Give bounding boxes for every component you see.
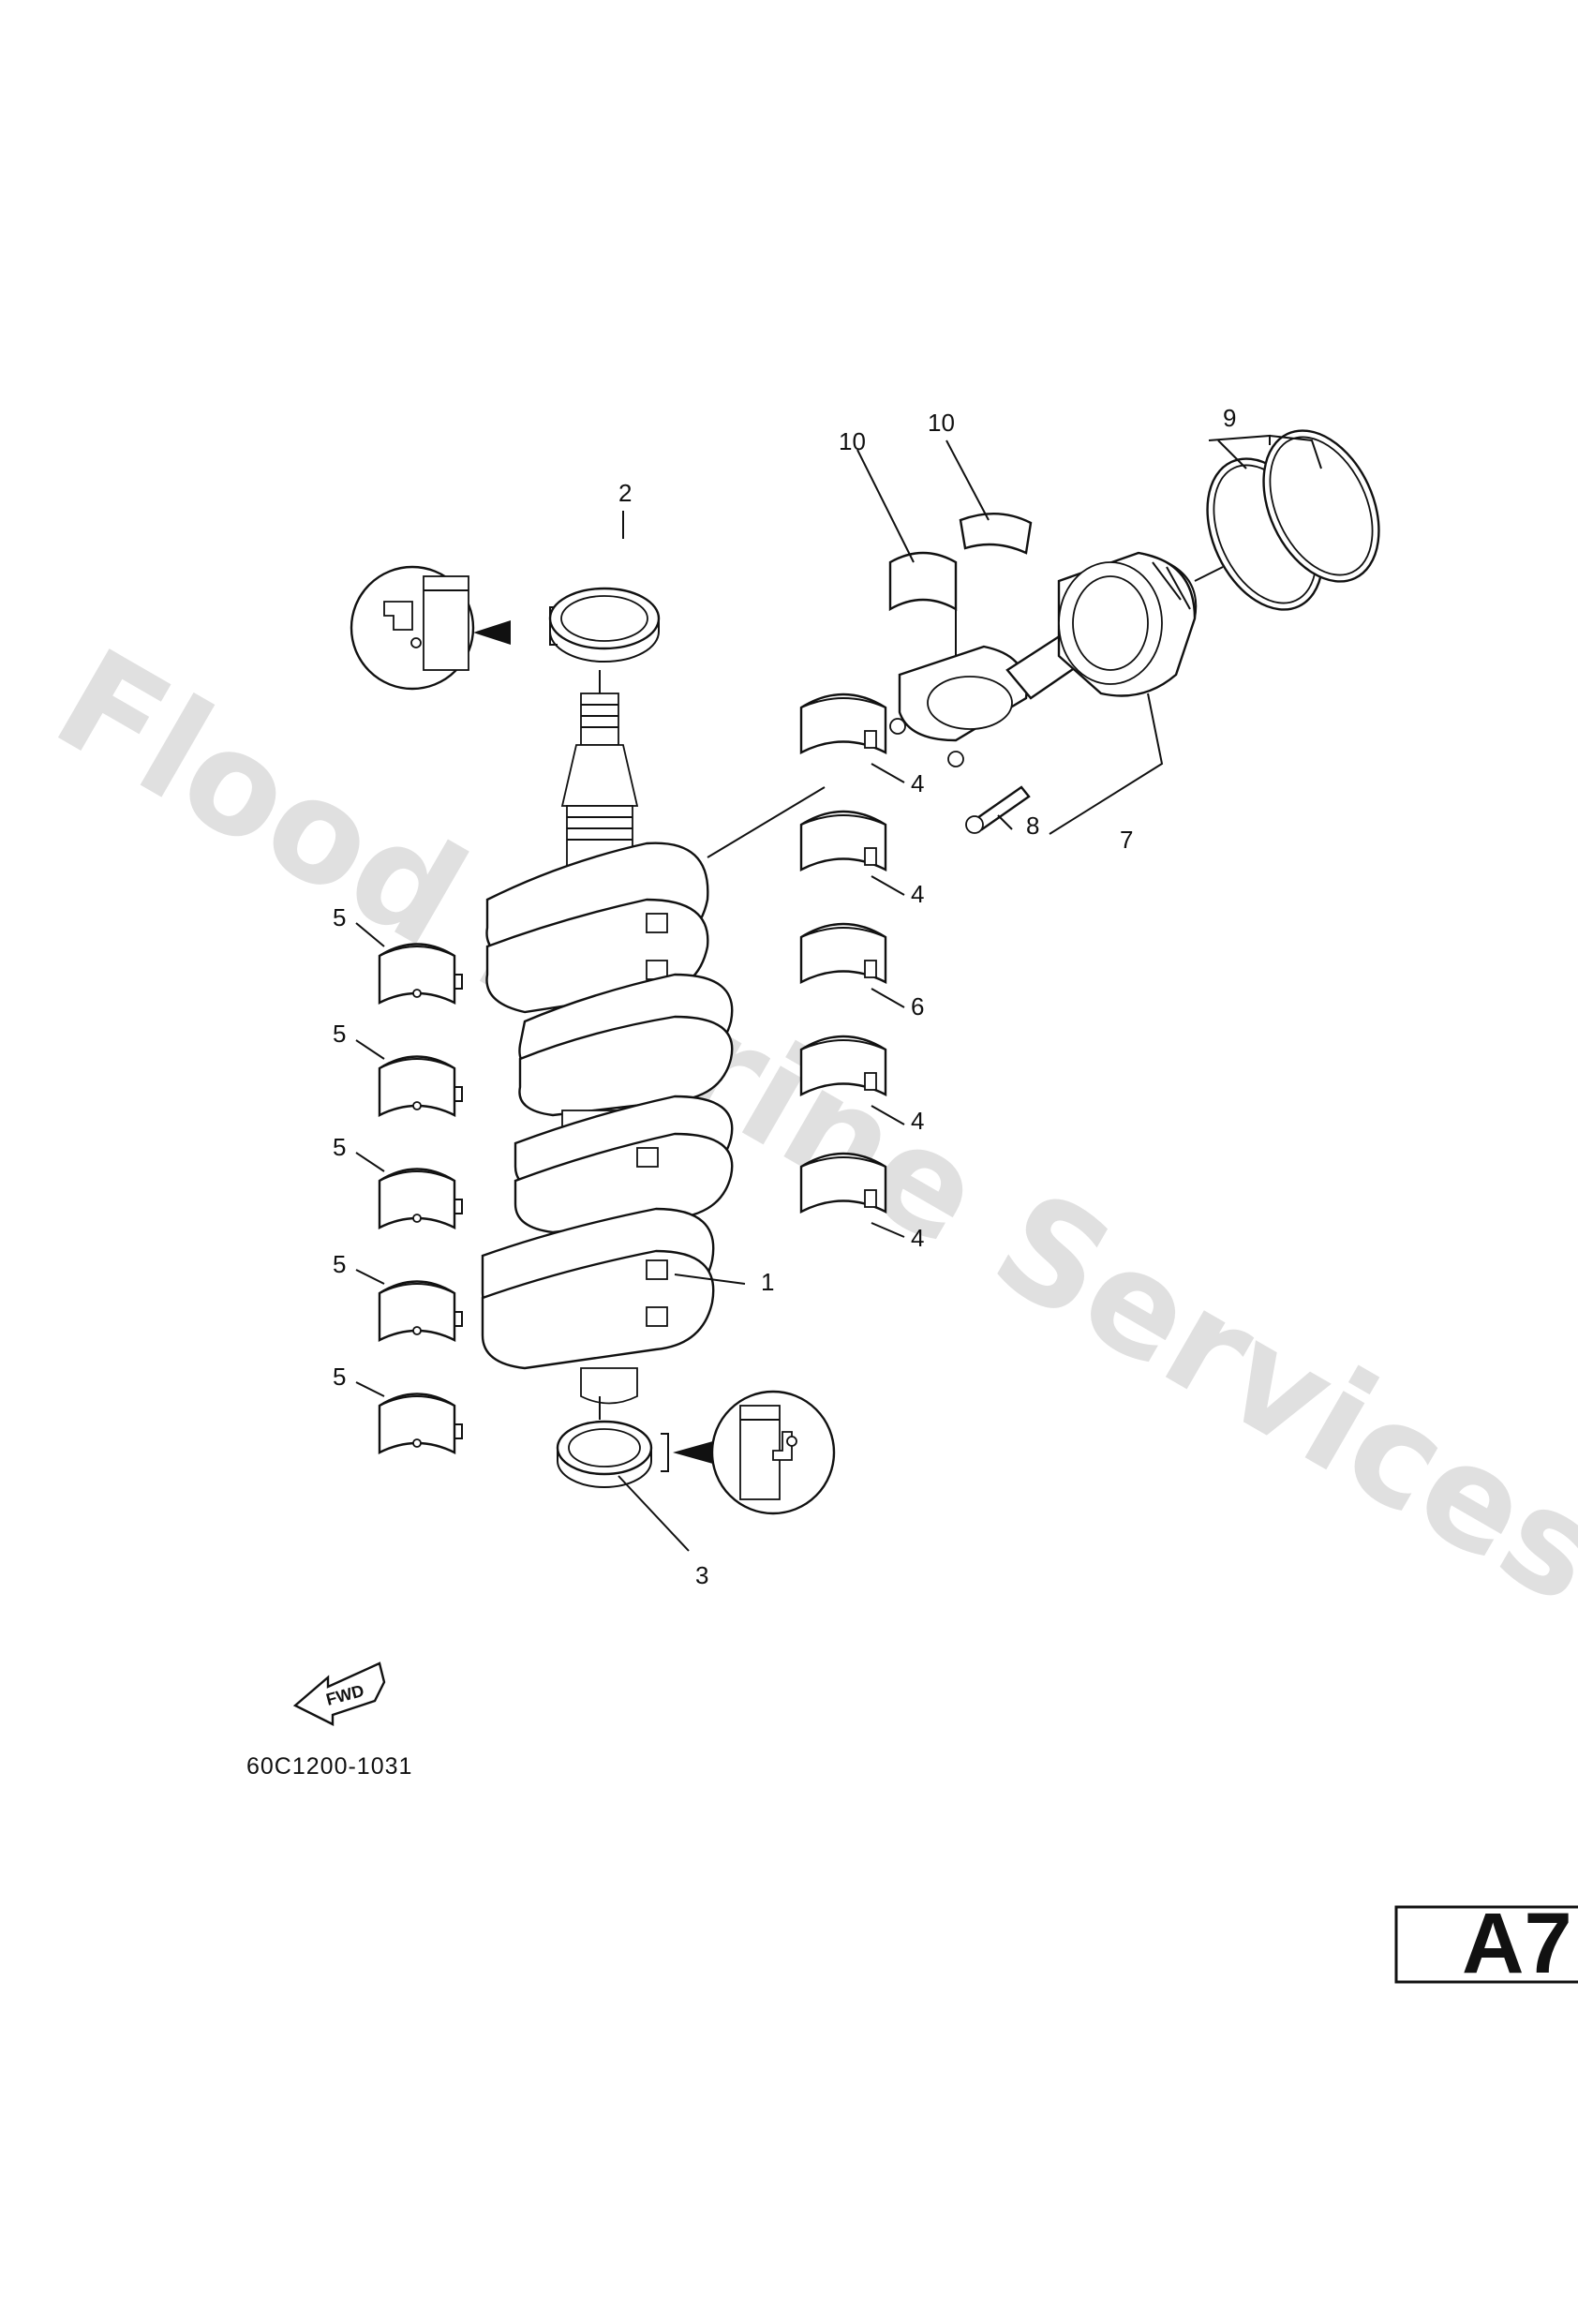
crank-bearing: [799, 1035, 887, 1096]
crank-bearing: [799, 810, 887, 872]
callout-10b: 10: [928, 409, 955, 437]
callout-7: 7: [1120, 826, 1133, 854]
thrust-bearing: [799, 922, 887, 984]
seal-detail-bottom: [661, 1390, 836, 1515]
connecting-rod-assembly: [618, 429, 1380, 1552]
seal-detail-top: [350, 565, 558, 691]
main-bearing: [378, 1280, 463, 1342]
page-tag: A7: [1394, 1896, 1578, 1991]
callout-4c: 4: [911, 1107, 924, 1135]
callout-3: 3: [695, 1561, 708, 1589]
callout-5d: 5: [333, 1250, 346, 1278]
callout-5e: 5: [333, 1363, 346, 1391]
callout-10a: 10: [839, 427, 866, 455]
crank-bearing-set: [707, 693, 905, 1238]
main-bearing: [378, 1168, 463, 1229]
crank-bearing: [799, 693, 887, 754]
oil-seal-top: [548, 587, 661, 663]
callout-4d: 4: [911, 1224, 924, 1252]
main-bearing-set: [355, 922, 463, 1454]
main-bearing: [378, 943, 463, 1005]
callout-2: 2: [618, 479, 632, 507]
crank-bearing: [799, 1152, 887, 1214]
callout-8: 8: [1026, 812, 1039, 840]
callout-6: 6: [911, 992, 924, 1020]
callout-1: 1: [761, 1268, 774, 1296]
diagram-code: 60C1200-1031: [246, 1753, 412, 1780]
crankshaft: [481, 670, 734, 1405]
callout-5b: 5: [333, 1020, 346, 1048]
callout-9: 9: [1223, 404, 1236, 432]
callout-5a: 5: [333, 903, 346, 931]
page-tag-text: A7: [1462, 1896, 1572, 1991]
main-bearing: [378, 1393, 463, 1454]
callout-5c: 5: [333, 1133, 346, 1161]
oil-seal-bottom: [556, 1396, 653, 1488]
callout-4a: 4: [911, 769, 924, 797]
fwd-arrow: FWD: [292, 1661, 386, 1726]
callout-labels: 1 2 3 4 4 4 4 5 5 5 5 5 6 7 8 9 10 10: [333, 404, 1236, 1589]
main-bearing: [378, 1055, 463, 1117]
callout-4b: 4: [911, 880, 924, 908]
